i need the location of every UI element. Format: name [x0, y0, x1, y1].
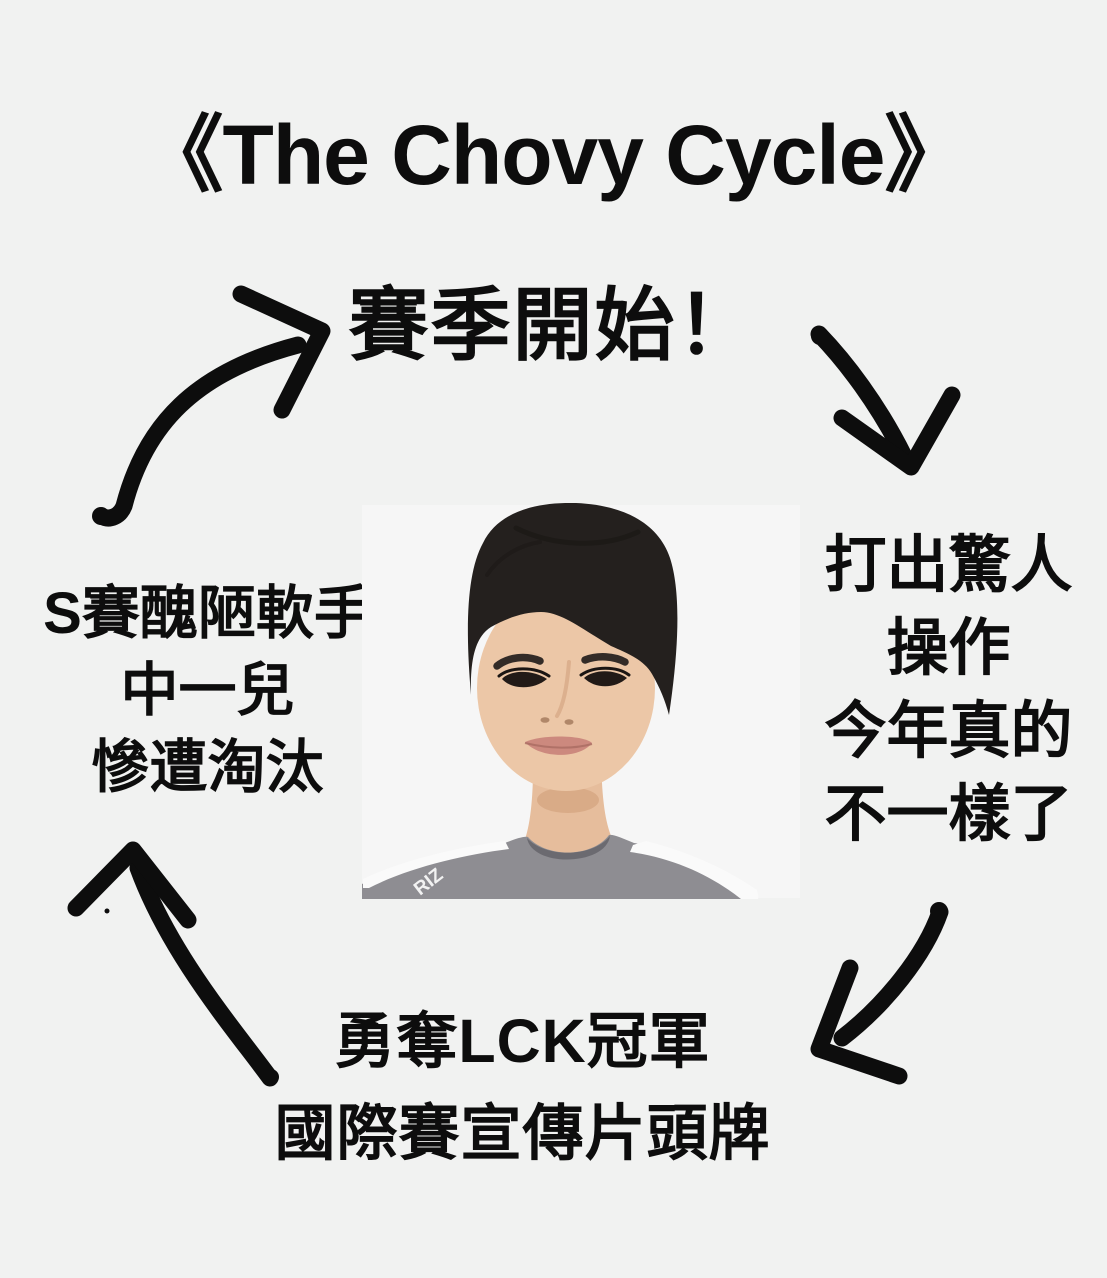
cycle-step-season-start: 賽季開始！ — [348, 281, 759, 370]
shoulder-stripe-right — [630, 841, 759, 899]
eye — [502, 671, 547, 688]
nose — [555, 660, 571, 718]
jersey: RIZ — [362, 834, 759, 899]
stray-ink-dot — [104, 908, 110, 914]
portrait-figure: RIZ — [362, 503, 759, 899]
photo-background — [362, 505, 800, 898]
eye — [584, 671, 627, 687]
label-line: 慘遭淘汰 — [91, 735, 324, 800]
label-line: 中一兒 — [120, 658, 295, 723]
label-line: 操作 — [886, 614, 1011, 683]
collar — [527, 836, 610, 860]
lips — [525, 736, 592, 755]
cycle-step-worlds-elimination: S賽醜陋軟手 中一兒 慘遭淘汰 — [10, 575, 405, 806]
label-line: 今年真的 — [824, 697, 1073, 766]
label-line: 勇奪LCK冠軍 — [334, 1007, 711, 1075]
hair — [467, 503, 678, 715]
page-title: 《The Chovy Cycle》 — [139, 108, 969, 202]
eyebrow — [493, 653, 544, 670]
label-line: 打出驚人 — [824, 531, 1073, 600]
shoulder-stripe-left — [363, 841, 509, 888]
jersey-logo-text: RIZ — [410, 864, 447, 899]
face — [477, 585, 655, 791]
cycle-step-lck-champion: 勇奪LCK冠軍 國際賽宣傳片頭牌 — [0, 995, 1045, 1179]
label-line: S賽醜陋軟手 — [43, 581, 372, 646]
eyebrow — [581, 653, 629, 666]
cycle-step-amazing-plays: 打出驚人 操作 今年真的 不一樣了 — [790, 524, 1107, 856]
label-line: 不一樣了 — [824, 780, 1073, 849]
portrait-photo: RIZ — [362, 503, 800, 899]
label-line: 國際賽宣傳片頭牌 — [274, 1099, 771, 1167]
